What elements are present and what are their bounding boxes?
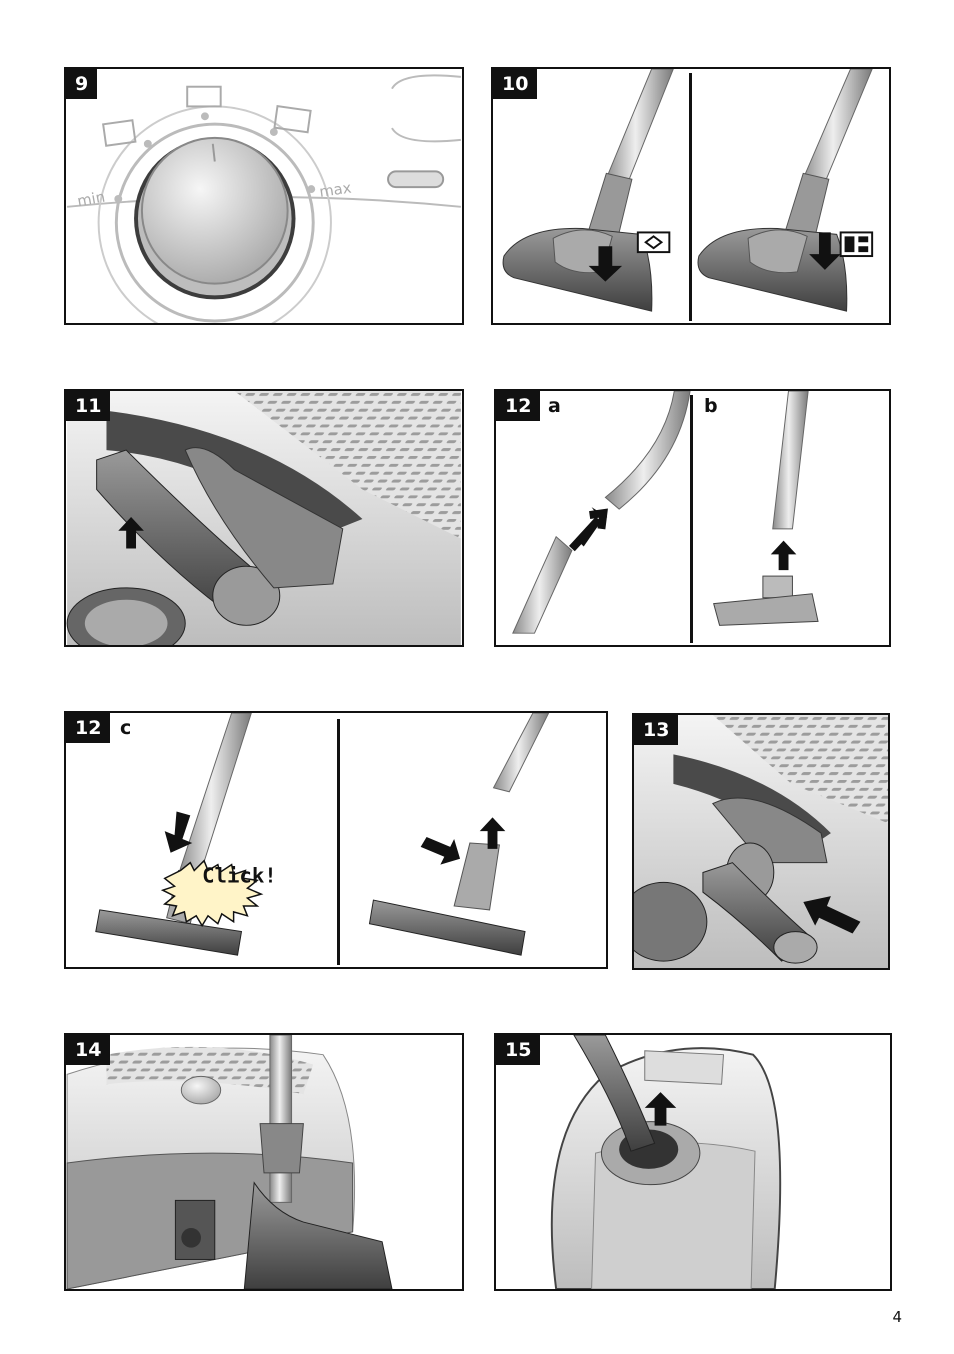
sub-label-b: b xyxy=(704,395,718,417)
power-dial-illustration: min max xyxy=(66,69,462,323)
panel-9-power-dial: 9 min max xyxy=(64,67,464,325)
parking-position-illustration xyxy=(66,1035,462,1289)
hard-floor-nozzle-illustration: Click! xyxy=(66,713,606,967)
panel-14-parking-position: 14 xyxy=(64,1033,464,1291)
panel-divider xyxy=(337,719,340,965)
panel-number: 10 xyxy=(493,69,537,99)
panel-15-hose-removal: 15 xyxy=(494,1033,892,1291)
panel-10-floor-nozzle: 10 xyxy=(491,67,891,325)
up-arrow-icon xyxy=(771,541,797,571)
panel-12-nozzle-attachment: 12 a b xyxy=(494,389,891,647)
panel-13-accessory-insert: 13 xyxy=(632,713,890,970)
right-arrow-icon xyxy=(421,837,460,865)
panel-number: 14 xyxy=(66,1035,110,1065)
panel-11-accessory-storage: 11 xyxy=(64,389,464,647)
sub-label-a: a xyxy=(548,395,561,417)
min-label: min xyxy=(76,189,106,211)
hose-removal-illustration xyxy=(496,1035,890,1289)
panel-divider xyxy=(689,73,692,321)
hard-floor-symbol-icon xyxy=(841,232,873,256)
page-number: 4 xyxy=(892,1308,902,1326)
panel-number: 9 xyxy=(66,69,97,99)
max-label: max xyxy=(318,179,352,200)
panel-12c-hard-floor-nozzle: 12 c Click! xyxy=(64,711,608,969)
accessory-insert-illustration xyxy=(634,715,888,968)
panel-number: 12 xyxy=(496,391,540,421)
panel-divider xyxy=(690,395,693,643)
panel-number: 13 xyxy=(634,715,678,745)
panel-number: 12 xyxy=(66,713,110,743)
panel-number: 15 xyxy=(496,1035,540,1065)
panel-number: 11 xyxy=(66,391,110,421)
click-label: Click! xyxy=(202,863,277,887)
sub-label-c: c xyxy=(120,717,131,739)
accessory-storage-illustration xyxy=(66,391,462,645)
